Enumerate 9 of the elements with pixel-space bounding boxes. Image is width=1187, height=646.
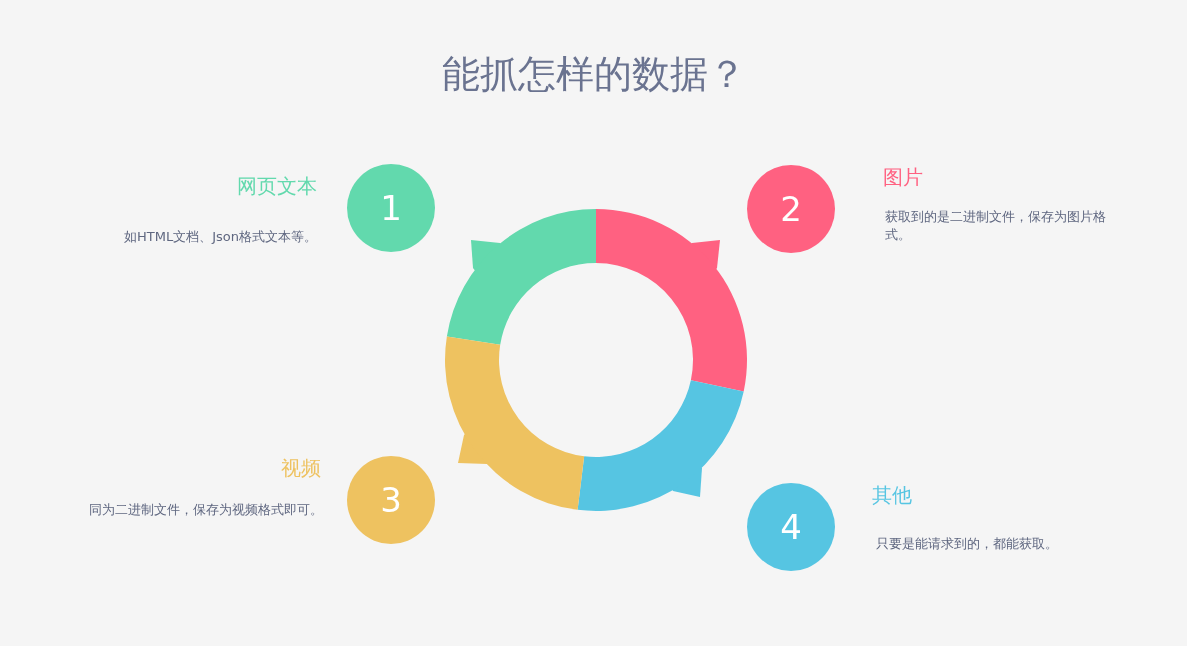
item-description: 如HTML文档、Json格式文本等。 <box>123 228 317 246</box>
item-heading: 图片 <box>883 164 923 191</box>
title: 能抓怎样的数据？ <box>440 51 747 98</box>
item-description: 只要是能请求到的，都能获取。 <box>876 535 1059 553</box>
item-heading: 其他 <box>872 482 912 509</box>
item-description: 获取到的是二进制文件，保存为图片格式。 <box>885 208 1107 244</box>
item-heading: 视频 <box>281 455 321 482</box>
item-heading: 网页文本 <box>237 173 317 200</box>
item-description: 同为二进制文件，保存为视频格式即可。 <box>88 501 323 519</box>
